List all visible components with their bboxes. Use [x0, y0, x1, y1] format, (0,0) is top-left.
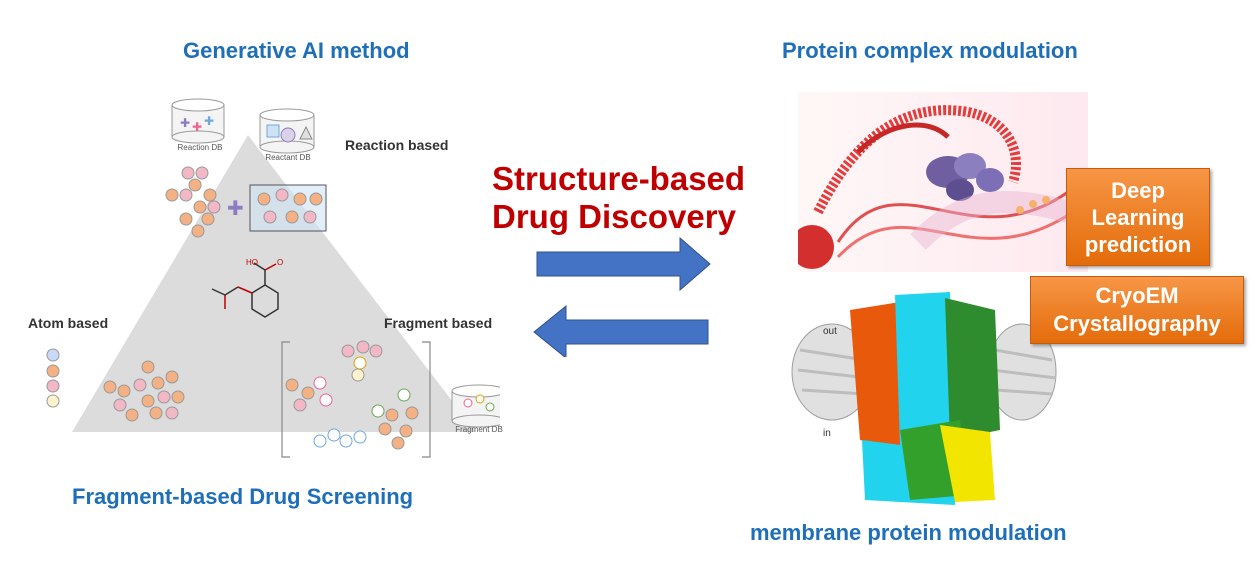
fragment-atoms [285, 340, 419, 450]
membrane-left [791, 323, 873, 421]
membrane-right [987, 323, 1057, 421]
deep-learning-line1: Deep [1111, 177, 1165, 203]
svg-text:✚: ✚ [180, 116, 190, 130]
chromatin-coil [813, 105, 1021, 215]
center-title-line1: Structure-based [492, 160, 746, 197]
out-label: out [823, 326, 837, 337]
center-title-line2: Drug Discovery [492, 198, 736, 235]
triangle-background [72, 135, 476, 432]
left-arrow [533, 304, 709, 357]
fragment-db-icon [451, 384, 500, 428]
right-arrow [536, 236, 711, 292]
deep-learning-box: Deep Learning prediction [1066, 168, 1210, 266]
fragment-db-label: Fragment DB [455, 425, 503, 434]
bidirectional-arrows [533, 236, 711, 357]
reaction-atoms [165, 166, 221, 238]
fragment-screening-heading: Fragment-based Drug Screening [72, 484, 414, 509]
base-pairs [1016, 196, 1050, 214]
protein-complex-image [798, 92, 1088, 272]
svg-text:✚: ✚ [192, 120, 202, 134]
in-label: in [823, 428, 831, 439]
reactant-atoms [257, 188, 323, 224]
atom-based-label: Atom based [28, 315, 109, 331]
atom-cluster [103, 360, 185, 422]
membrane-protein-heading: membrane protein modulation [750, 520, 1067, 545]
histone-sphere [798, 225, 834, 269]
center-title: Structure-based Drug Discovery [492, 160, 745, 236]
membrane-protein-image: out in [791, 292, 1057, 505]
reaction-db-label: Reaction DB [177, 143, 223, 152]
dna-ribbon [910, 191, 1072, 250]
reactant-db-label: Reactant DB [265, 153, 311, 162]
plus-icon: ✚ [227, 198, 244, 220]
protein-complex-heading: Protein complex modulation [782, 38, 1078, 63]
cryoem-line1: CryoEM [1095, 283, 1179, 308]
cryoem-line2: Crystallography [1053, 311, 1221, 336]
protein-chain-green [945, 298, 1000, 440]
reactant-box [249, 184, 327, 232]
reaction-db-icon: ✚ ✚ ✚ [171, 98, 225, 144]
fragment-bracket [281, 341, 431, 458]
fiber-strand [856, 122, 950, 154]
svg-text:✚: ✚ [204, 114, 214, 128]
deep-learning-line2: Learning [1091, 204, 1185, 230]
dna-helix-strand-a [836, 190, 1069, 243]
dna-helix-strand-b [836, 210, 1074, 259]
molecule-ho-label: HO [246, 258, 258, 267]
molecule-o-label: O [277, 258, 283, 267]
generative-triangle-diagram: ✚ ✚ ✚ ✚ HO O [46, 98, 500, 458]
molecule-structure [211, 262, 279, 318]
atom-column [46, 348, 60, 408]
nucleosome-cluster [926, 153, 1004, 201]
reactant-db-icon [259, 108, 315, 154]
cryoem-box: CryoEM Crystallography [1030, 276, 1244, 344]
generative-ai-heading: Generative AI method [183, 38, 410, 63]
reaction-based-label: Reaction based [345, 137, 449, 153]
deep-learning-line3: prediction [1084, 231, 1192, 257]
fragment-based-label: Fragment based [384, 315, 493, 331]
protein-chain-orange [850, 302, 902, 450]
protein-chain-yellow [940, 425, 995, 502]
